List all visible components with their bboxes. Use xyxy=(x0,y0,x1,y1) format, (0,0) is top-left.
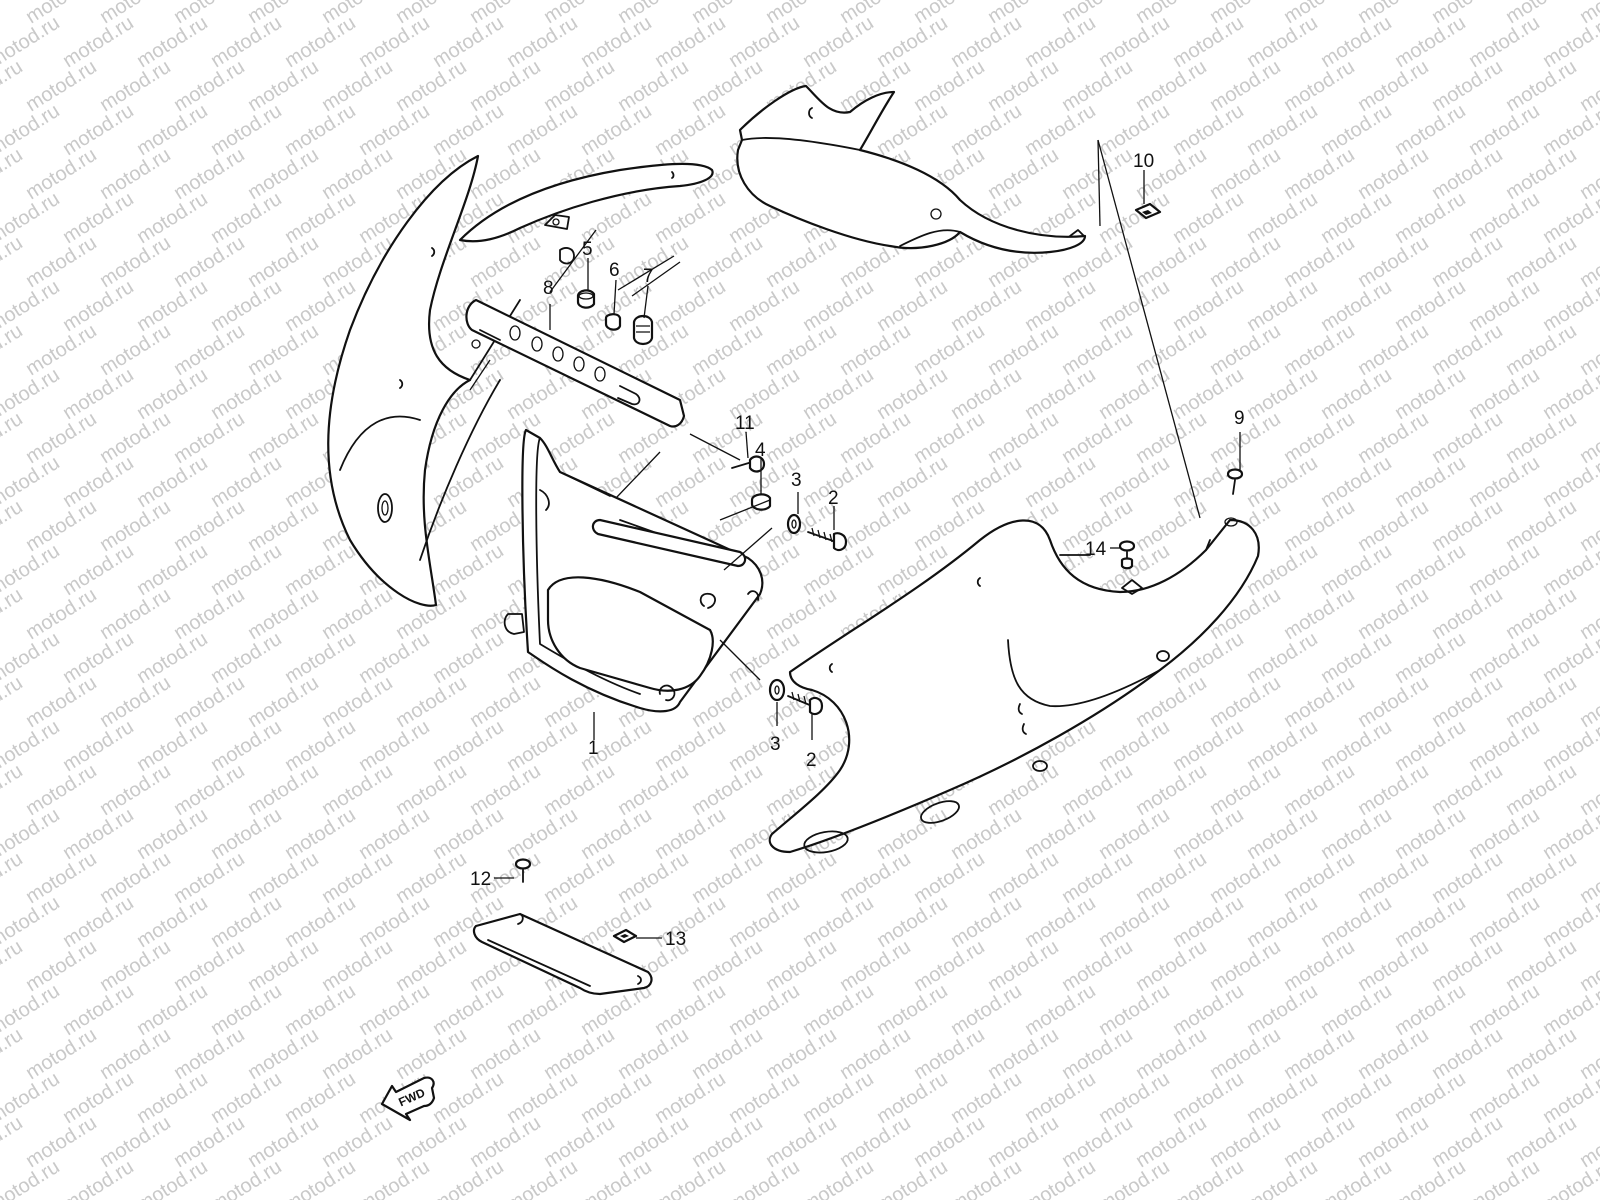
svg-text:5: 5 xyxy=(582,239,593,260)
svg-text:3: 3 xyxy=(791,470,802,491)
svg-text:7: 7 xyxy=(643,266,654,287)
rivet-14 xyxy=(1118,540,1136,570)
svg-text:11: 11 xyxy=(735,413,755,434)
lower-under-cover xyxy=(472,912,653,996)
svg-text:9: 9 xyxy=(1234,408,1245,429)
washer-3-upper xyxy=(786,513,802,535)
nut-4 xyxy=(750,493,772,511)
callout-4: 4 xyxy=(755,440,766,494)
svg-text:12: 12 xyxy=(470,869,491,890)
washer-3-lower xyxy=(768,678,786,702)
callout-14: 14 xyxy=(1085,539,1120,560)
headlight-frame xyxy=(503,428,764,713)
svg-text:4: 4 xyxy=(755,440,766,461)
assembly-lines xyxy=(469,139,1201,681)
callout-2-upper: 2 xyxy=(828,488,839,530)
clip-nut-10 xyxy=(1134,202,1162,220)
inner-upper-panel xyxy=(458,162,714,265)
svg-text:6: 6 xyxy=(609,260,620,281)
svg-text:2: 2 xyxy=(828,488,839,509)
forward-direction-arrow: FWD xyxy=(380,1076,436,1122)
callout-2-lower: 2 xyxy=(806,714,817,771)
callout-13: 13 xyxy=(636,929,686,950)
callout-3-lower: 3 xyxy=(770,702,781,755)
svg-text:2: 2 xyxy=(806,750,817,771)
damper-7 xyxy=(632,314,654,346)
bolt-2-upper xyxy=(807,527,848,552)
headlight-mount-bracket xyxy=(465,298,686,428)
callout-12: 12 xyxy=(470,869,514,890)
grommet-5 xyxy=(576,289,596,309)
callout-11: 11 xyxy=(735,413,755,459)
callout-7: 7 xyxy=(643,266,654,319)
svg-text:1: 1 xyxy=(588,738,599,759)
svg-text:8: 8 xyxy=(543,278,554,299)
callout-8: 8 xyxy=(543,278,554,330)
clip-nut-13 xyxy=(612,928,638,944)
callout-6: 6 xyxy=(609,260,620,315)
callout-3-upper: 3 xyxy=(791,470,802,514)
callout-1: 1 xyxy=(588,712,599,759)
callout-5: 5 xyxy=(582,239,593,290)
callout-10: 10 xyxy=(1133,151,1154,204)
svg-text:14: 14 xyxy=(1085,539,1107,560)
svg-text:10: 10 xyxy=(1133,151,1154,172)
bolt-2-lower xyxy=(787,691,824,716)
screw-12 xyxy=(514,858,532,883)
svg-text:13: 13 xyxy=(665,929,686,950)
svg-text:3: 3 xyxy=(770,734,781,755)
screw-9 xyxy=(1226,468,1244,495)
spacer-6 xyxy=(604,313,622,331)
main-lower-fairing xyxy=(768,517,1260,854)
left-side-cowling xyxy=(327,154,521,607)
upper-nose-cowling xyxy=(736,84,1087,254)
callout-9: 9 xyxy=(1234,408,1245,472)
